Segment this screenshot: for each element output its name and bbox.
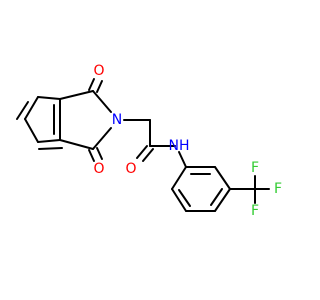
bond [96, 147, 103, 160]
bond [142, 148, 154, 162]
bond [24, 118, 39, 143]
atom-label-fluorine: F [251, 203, 259, 219]
atom-label-oxygen: O [93, 63, 104, 79]
bond [16, 101, 29, 120]
bond [59, 139, 94, 150]
bond [88, 149, 95, 162]
atom-label-layer: O O N O NH F F F [93, 63, 282, 219]
bond-layer [16, 78, 270, 212]
bond [210, 188, 223, 206]
atom-label-fluorine: F [251, 160, 259, 176]
bond [37, 139, 61, 143]
bond [59, 90, 94, 100]
bond [38, 147, 63, 150]
bond [136, 145, 148, 159]
atom-label-nitrogen: N [112, 112, 122, 128]
bond [24, 96, 39, 120]
bond [171, 166, 187, 190]
atom-label-oxygen: O [93, 161, 104, 177]
atom-label-oxygen: O [125, 161, 136, 177]
bond [92, 90, 112, 113]
bond [88, 78, 95, 91]
atom-label-fluorine: F [274, 181, 282, 197]
atom-label-amine: NH [169, 138, 190, 154]
bond [37, 96, 61, 100]
bond [96, 80, 103, 93]
bond [178, 151, 187, 168]
bond [171, 188, 187, 212]
bond [178, 189, 191, 207]
background [0, 0, 300, 300]
molecule-diagram: O O N O NH F F F [0, 0, 300, 300]
bond [214, 166, 231, 190]
bond [92, 127, 112, 150]
bond [214, 188, 231, 212]
